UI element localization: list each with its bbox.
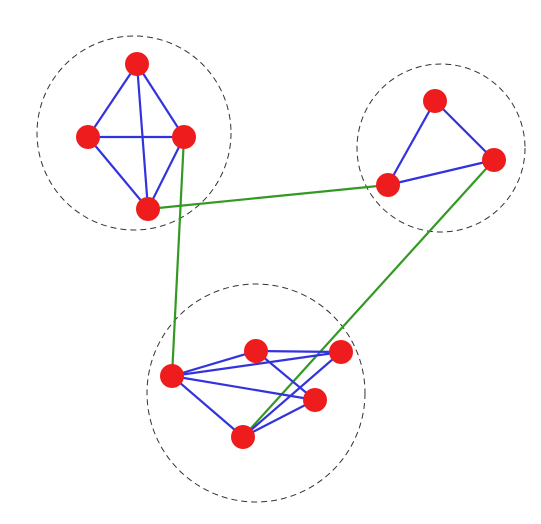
node-a2 (76, 125, 100, 149)
intra-edge-a3-a4 (147, 136, 185, 210)
node-c2 (160, 364, 184, 388)
intra-edge-c4-c5 (242, 399, 316, 438)
node-b2 (482, 148, 506, 172)
cluster-outline-a (36, 35, 232, 231)
intra-edge-a2-a4 (87, 136, 149, 210)
intra-edge-c3-c5 (242, 351, 342, 438)
intra-edge-c1-c3 (255, 349, 342, 354)
node-c5 (231, 425, 255, 449)
node-a1 (125, 52, 149, 76)
inter-edge-b2-c5 (242, 159, 495, 438)
node-a4 (136, 197, 160, 221)
inter-cluster-edges (147, 136, 495, 438)
intra-edge-c2-c3 (171, 350, 342, 378)
inter-edge-a3-c2 (170, 136, 186, 377)
node-b3 (376, 173, 400, 197)
intra-edge-b1-b2 (434, 100, 495, 161)
cluster-outline-b (356, 63, 526, 233)
node-c1 (244, 339, 268, 363)
node-c4 (303, 388, 327, 412)
node-b1 (423, 89, 447, 113)
intra-edge-a1-a3 (136, 63, 185, 138)
intra-edge-a1-a2 (87, 63, 138, 138)
intra-edge-b1-b3 (387, 100, 436, 186)
inter-edge-a4-b3 (147, 183, 389, 211)
intra-edge-c1-c4 (255, 350, 316, 401)
intra-edge-b2-b3 (387, 158, 495, 187)
cluster-outlines (36, 35, 526, 503)
graph-nodes (76, 52, 506, 449)
node-a3 (172, 125, 196, 149)
node-c3 (329, 340, 353, 364)
intra-edge-c1-c2 (171, 349, 257, 378)
cluster-outline-c (146, 283, 366, 503)
intra-edge-c2-c5 (171, 375, 244, 438)
intra-cluster-edges (87, 63, 495, 438)
